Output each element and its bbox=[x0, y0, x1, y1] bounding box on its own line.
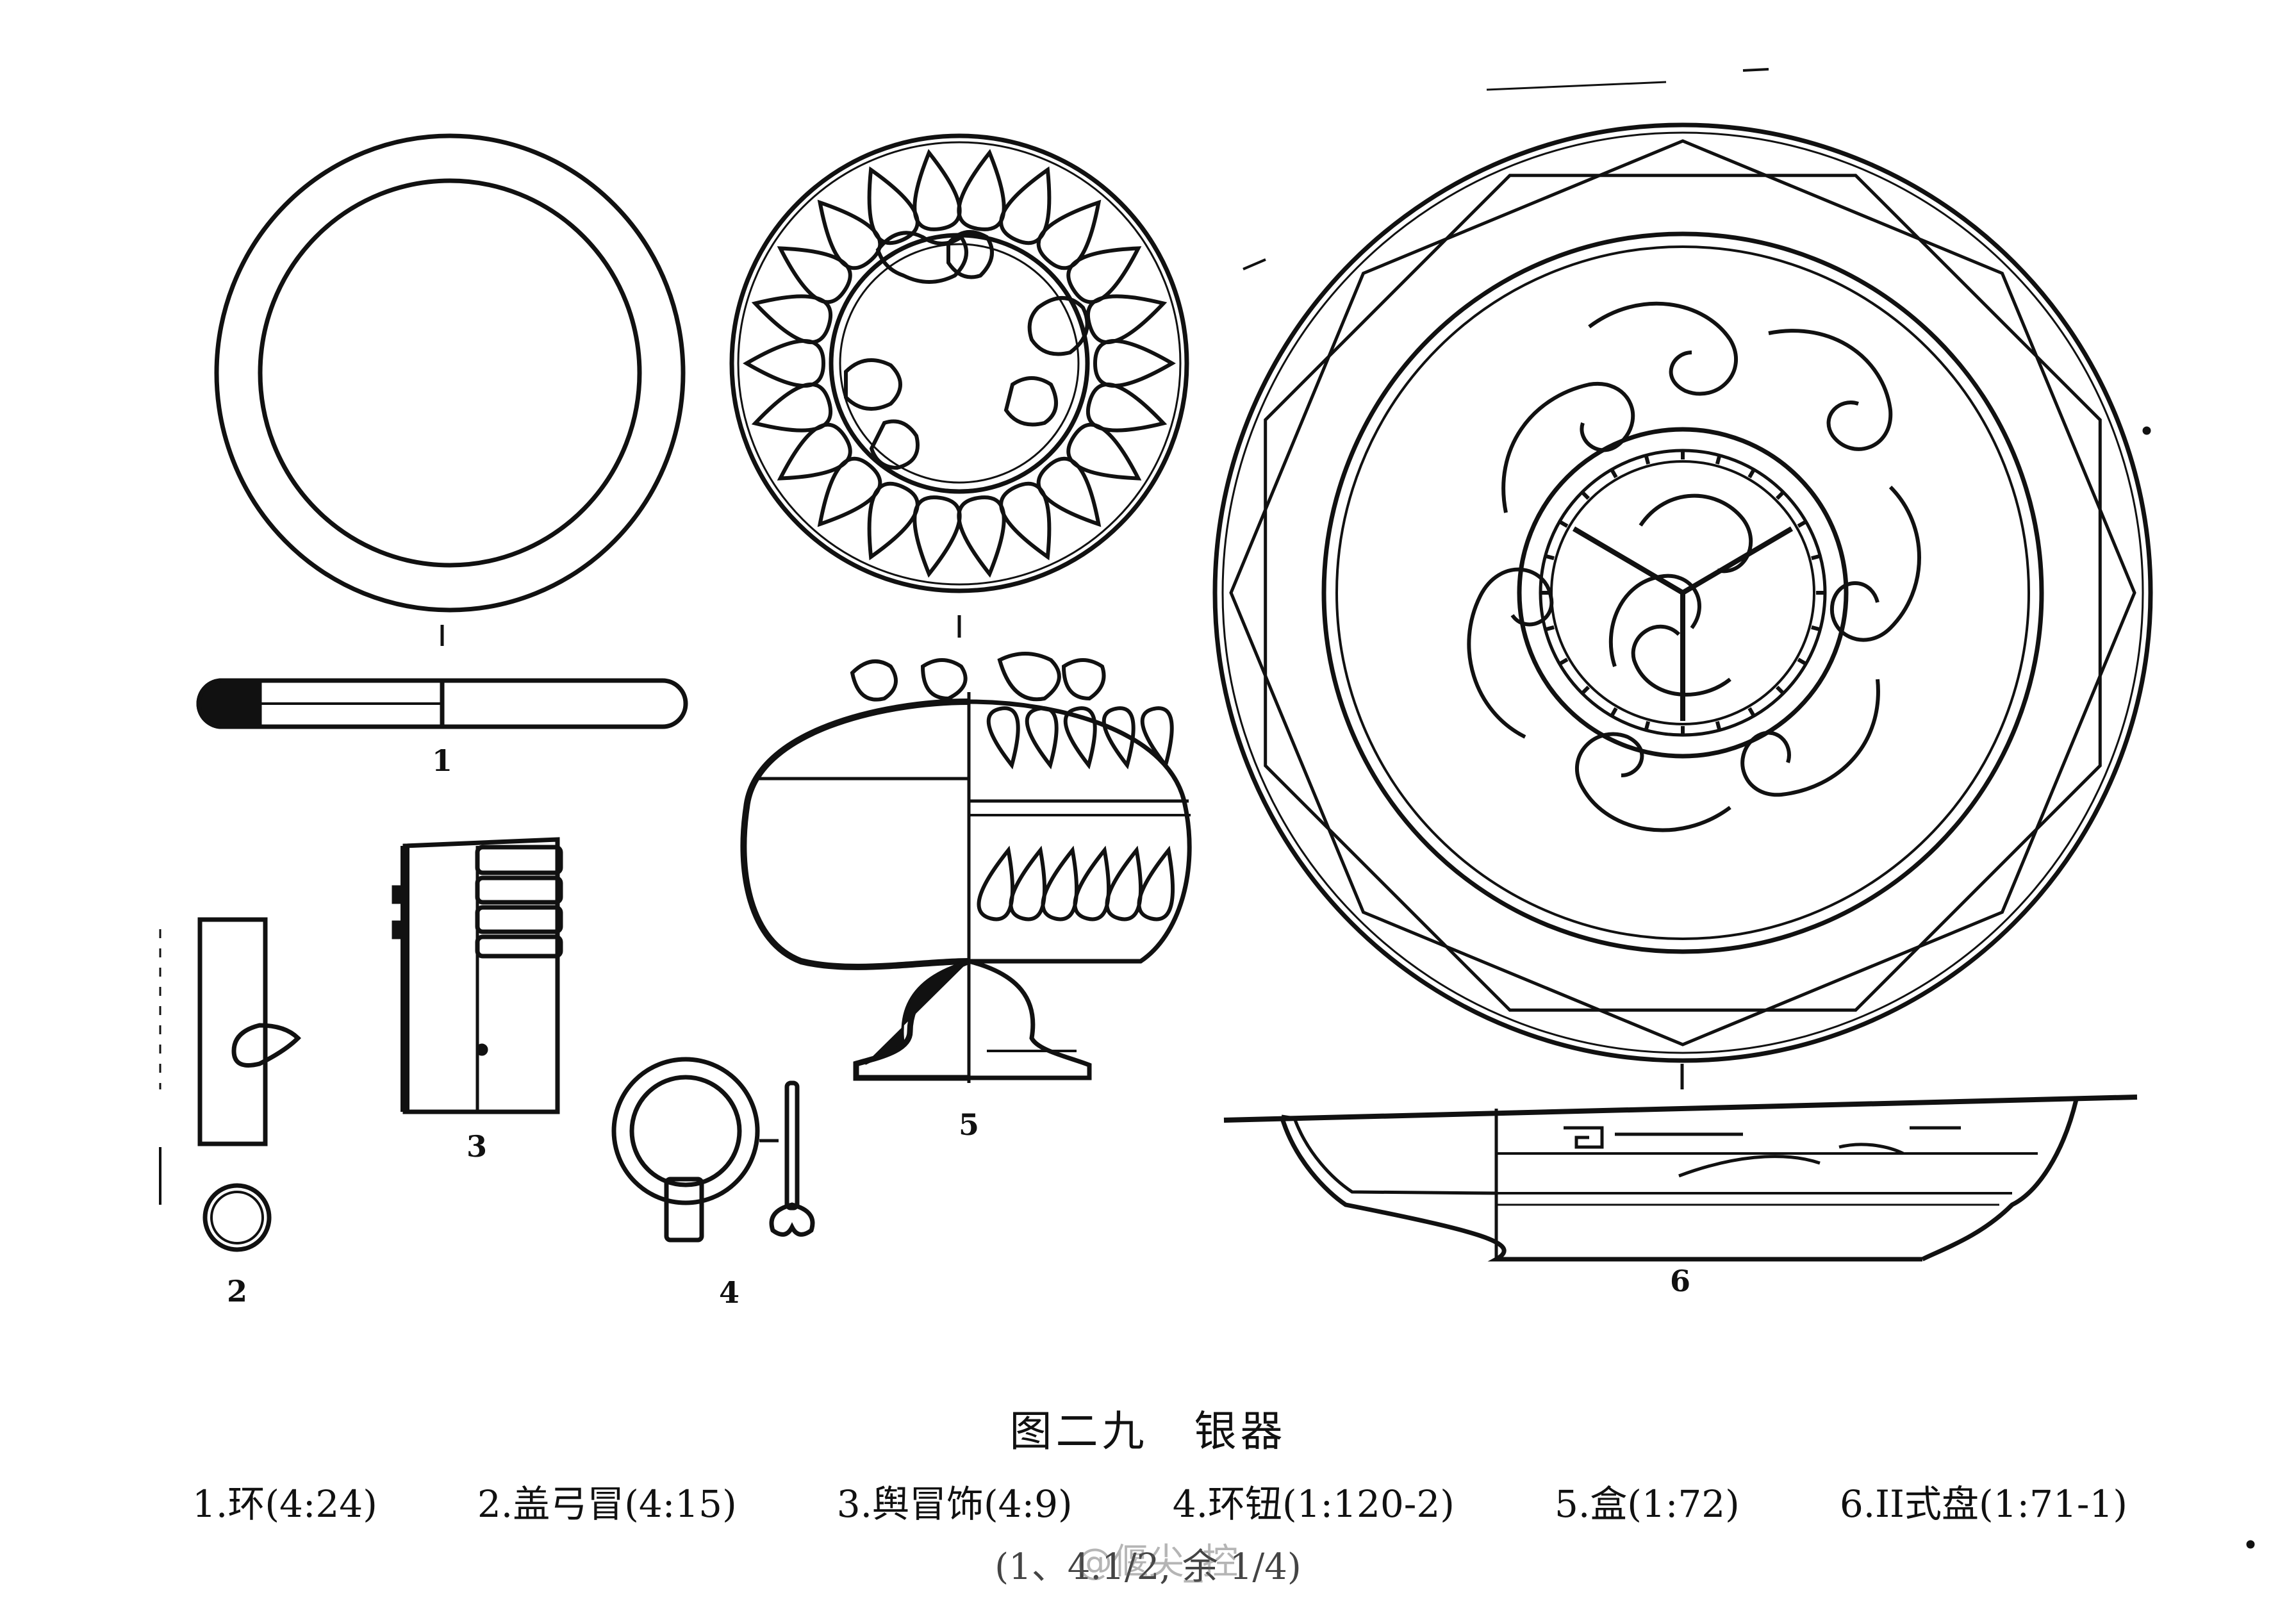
caption-item-3: 3.舆冒饰(4:9) bbox=[836, 1482, 1073, 1526]
box-petal bbox=[1137, 845, 1175, 922]
plate-key-tick bbox=[1610, 707, 1618, 716]
plate-key-tick bbox=[1797, 657, 1806, 665]
lid-petal bbox=[1086, 294, 1168, 344]
box-lid-knobs bbox=[850, 652, 1106, 702]
lid-petal bbox=[957, 495, 1006, 578]
lid-beasts bbox=[844, 230, 1089, 470]
chariot-fitting-drawing bbox=[392, 837, 563, 1114]
box-top-petal bbox=[1140, 706, 1174, 770]
lid-petal bbox=[1093, 339, 1176, 388]
lid-petal bbox=[999, 481, 1052, 561]
box-petal-band bbox=[977, 845, 1175, 922]
plate-key-tick bbox=[1747, 470, 1755, 479]
plate-key-tick bbox=[1747, 707, 1755, 716]
box-petal bbox=[1105, 845, 1143, 922]
lid-petal bbox=[913, 495, 962, 578]
lid-petal bbox=[867, 481, 920, 561]
lid-petal bbox=[1066, 246, 1142, 304]
plate-key-tick bbox=[1715, 456, 1721, 465]
plate-cloud-scrolls bbox=[1467, 301, 1921, 832]
plate-key-tick bbox=[1582, 492, 1590, 500]
item-6-label: 6 bbox=[1669, 1264, 1691, 1298]
lid-petal bbox=[1066, 422, 1142, 481]
plate-key-tick bbox=[1715, 721, 1721, 730]
lid-petal bbox=[1036, 199, 1102, 270]
box-top-petal bbox=[986, 706, 1020, 770]
watermark: @偃尖_控 bbox=[1077, 1541, 1238, 1583]
lid-petal bbox=[1086, 383, 1168, 433]
plate-key-tick bbox=[1644, 456, 1651, 465]
lid-petal bbox=[1036, 456, 1102, 527]
lid-petal bbox=[999, 166, 1052, 245]
lid-petal bbox=[777, 422, 852, 481]
plate-key-tick bbox=[1546, 554, 1555, 561]
box-petal bbox=[977, 845, 1015, 922]
plate-key-tick bbox=[1797, 520, 1806, 528]
box-top-petal bbox=[1063, 706, 1097, 770]
box-lid-plan-drawing bbox=[729, 133, 1189, 638]
caption-item-6: 6.II式盘(1:71-1) bbox=[1839, 1482, 2127, 1526]
lid-petal bbox=[751, 294, 833, 344]
box-top-petal bbox=[1102, 706, 1136, 770]
caption-item-2: 2.盖弓冒(4:15) bbox=[477, 1482, 737, 1526]
plate-key-tick bbox=[1610, 470, 1618, 479]
lid-petal bbox=[867, 166, 920, 245]
plate-key-tick bbox=[1582, 685, 1590, 694]
item-2-label: 2 bbox=[226, 1274, 248, 1309]
plate-key-tick bbox=[1644, 721, 1651, 730]
item-4-label: 4 bbox=[718, 1275, 740, 1310]
box-petal bbox=[1073, 845, 1111, 922]
lid-petal bbox=[817, 199, 882, 270]
box-petal bbox=[1041, 845, 1079, 922]
box-top-petal bbox=[1025, 706, 1059, 770]
canopy-cap-drawing bbox=[159, 917, 301, 1252]
lid-petal bbox=[777, 246, 852, 304]
plate-key-tick bbox=[1811, 625, 1820, 631]
lid-petal-ring bbox=[743, 149, 1176, 578]
ring-plan-drawing bbox=[214, 133, 686, 646]
lid-petal bbox=[913, 149, 962, 231]
item-3-label: 3 bbox=[466, 1129, 488, 1164]
caption-item-4: 4.环钮(1:120-2) bbox=[1172, 1482, 1455, 1526]
ring-knob-drawing bbox=[611, 1057, 815, 1243]
lid-petal bbox=[817, 456, 882, 527]
box-top-petals bbox=[986, 706, 1174, 770]
plate-key-tick bbox=[1560, 657, 1569, 665]
plate-center-key-band bbox=[1542, 452, 1824, 734]
caption-item-5: 5.盒(1:72) bbox=[1554, 1482, 1740, 1526]
caption-item-1: 1.环(4:24) bbox=[192, 1482, 377, 1526]
plate-key-tick bbox=[1546, 625, 1555, 631]
plate-key-tick bbox=[1811, 554, 1820, 561]
scale-note: (1、4.1/2, 余 1/4) bbox=[995, 1546, 1301, 1588]
plate-plan-drawing bbox=[1212, 122, 2153, 1089]
figure-item-list: 1.环(4:24) 2.盖弓冒(4:15) 3.舆冒饰(4:9) 4.环钮(1:… bbox=[192, 1474, 2127, 1528]
lid-petal bbox=[743, 339, 826, 388]
ring-section-drawing bbox=[196, 678, 688, 729]
box-petal bbox=[1009, 845, 1047, 922]
lid-petal bbox=[957, 149, 1006, 231]
plate-key-tick bbox=[1775, 685, 1784, 694]
item-1-label: 1 bbox=[431, 743, 453, 778]
figure-title: 图二九 银器 bbox=[1009, 1407, 1287, 1456]
plate-key-tick bbox=[1560, 520, 1569, 528]
item-5-label: 5 bbox=[958, 1107, 980, 1142]
plate-key-tick bbox=[1775, 492, 1784, 500]
lid-petal bbox=[751, 383, 833, 433]
plate-section-drawing bbox=[1223, 1095, 2138, 1262]
box-elevation-drawing bbox=[740, 652, 1192, 1083]
